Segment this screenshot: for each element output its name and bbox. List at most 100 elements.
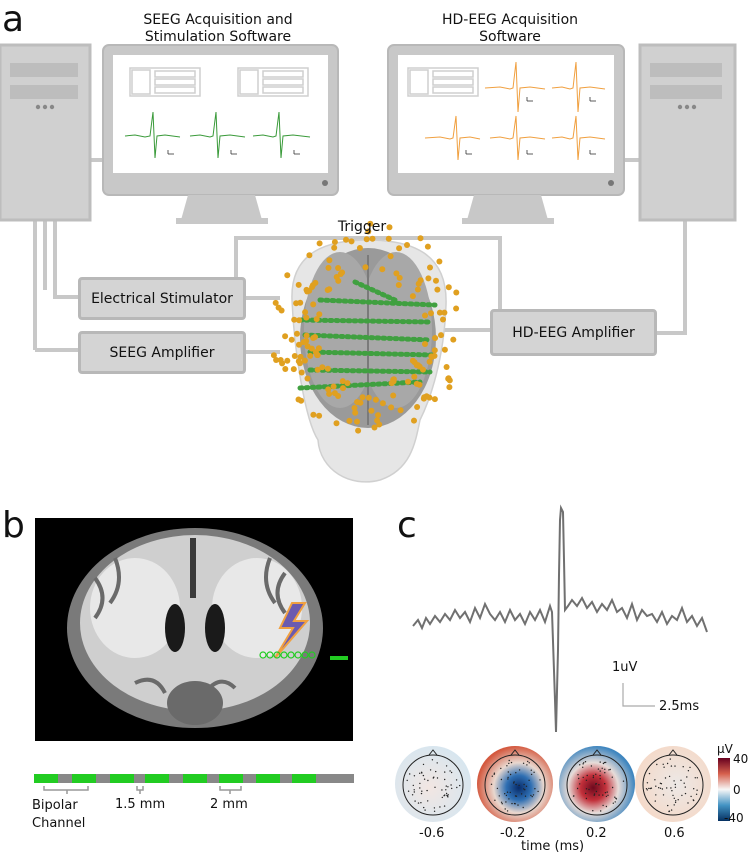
eeg-electrode-dot	[319, 364, 326, 371]
eeg-electrode-dot	[316, 311, 323, 318]
topomap-sensor-dot	[592, 776, 594, 779]
eeg-electrode-dot	[303, 286, 310, 293]
topomap-sensor-dot	[523, 783, 525, 786]
topomap-sensor-dot	[539, 779, 541, 781]
evoked-waveform	[412, 504, 708, 733]
eeg-electrode-dot	[335, 265, 342, 271]
colorbar-mid: 0	[733, 783, 741, 797]
mri-coronal-slice	[35, 518, 353, 741]
eeg-electrode-dot	[314, 366, 321, 373]
topomap-sensor-dot	[674, 801, 677, 804]
eeg-electrode-dot	[331, 390, 338, 397]
topomap-sensor-dot	[523, 788, 525, 790]
eeg-electrode-dot	[310, 411, 317, 418]
topomap-sensor-dot	[435, 770, 437, 773]
evoked-trace	[412, 504, 708, 733]
topomap-sensor-dot	[518, 784, 520, 787]
topomap-sensor-dot	[694, 777, 696, 779]
eeg-electrode-dot	[453, 305, 460, 312]
eeg-electrode-dot	[411, 417, 417, 424]
eeg-electrode-dot	[371, 424, 378, 431]
topomap-sensor-dot	[602, 804, 604, 807]
topomap-sensor-dot	[666, 787, 668, 789]
topomap-sensor-dot	[693, 799, 695, 802]
topomap-sensor-dot	[423, 778, 426, 780]
eeg-electrode-dot	[396, 245, 403, 252]
topomap-sensor-dot	[646, 782, 649, 784]
eeg-electrode-dot	[432, 335, 439, 341]
topomap-sensor-dot	[451, 787, 453, 790]
topomap-sensor-dot	[607, 794, 609, 796]
eeg-electrode-dot	[404, 242, 410, 248]
eeg-electrode-dot	[359, 394, 366, 401]
eeg-electrode-dot	[425, 275, 432, 282]
topomap-sensor-dot	[522, 762, 525, 764]
eeg-electrode-dot	[441, 346, 448, 353]
eeg-electrode-dot	[273, 357, 280, 363]
topomap-sensor-dot	[431, 759, 434, 761]
topomap-sensor-dot	[419, 782, 421, 785]
eeg-electrode-dot	[413, 380, 420, 387]
eeg-electrode-dot	[436, 258, 443, 265]
topomap-sensor-dot	[419, 772, 421, 774]
topomap-sensor-dot	[648, 772, 651, 775]
topomap-sensor-dot	[684, 786, 686, 788]
topomap-sensor-dot	[585, 797, 588, 800]
hdeeg-software-title-line2: Software	[479, 29, 541, 45]
topomap-sensor-dot	[445, 789, 447, 791]
left-computer-tower	[0, 43, 92, 222]
topomap-sensor-dot	[658, 787, 660, 789]
topomap-sensor-dot	[579, 783, 581, 785]
eeg-electrode-dot	[436, 309, 443, 316]
topomap-sensor-dot	[514, 803, 516, 805]
eeg-electrode-dot	[445, 375, 452, 382]
eeg-electrode-dot	[304, 375, 311, 382]
eeg-electrodes	[270, 220, 460, 434]
eeg-electrode-dot	[434, 286, 441, 293]
topomap-sensor-dot	[506, 791, 509, 793]
topomap-sensor-dot	[498, 795, 500, 797]
topomap-sensor-dot	[515, 783, 517, 786]
eeg-electrode-dot	[310, 335, 317, 341]
topomap-sensor-dot	[687, 802, 689, 804]
topomap-sensor-dot	[527, 760, 529, 763]
topomap-sensor-dot	[413, 791, 415, 793]
topomap-sensor-dot	[443, 805, 446, 807]
topomap-sensor-dot	[445, 785, 447, 787]
electrical-stimulator-box: Electrical Stimulator	[78, 277, 246, 320]
eeg-electrode-dot	[297, 353, 304, 360]
eeg-electrode-dot	[284, 272, 291, 279]
topomap-sensor-dot	[441, 789, 443, 791]
colorbar-max: 40	[733, 752, 749, 766]
eeg-electrode-dot	[390, 392, 397, 399]
topomap-sensor-dot	[413, 775, 416, 777]
eeg-electrode-dot	[453, 289, 460, 296]
topomap-sensor-dot	[511, 802, 513, 805]
topomap-sensor-dot	[677, 799, 679, 801]
topomap-sensor-dot	[649, 787, 651, 790]
eeg-electrode-dot	[325, 264, 332, 271]
topomap-sensor-dot	[494, 799, 496, 801]
topomap-sensor-dot	[514, 795, 517, 797]
eeg-electrode-dot	[291, 353, 298, 359]
eeg-electrode-dot	[325, 386, 332, 393]
spacing-2mm-label: 2 mm	[210, 797, 248, 812]
topomap-sensor-dot	[530, 769, 532, 771]
topomap-sensor-dot	[423, 806, 425, 809]
hdeeg-amplifier-box: HD-EEG Amplifier	[490, 309, 657, 356]
eeg-electrode-dot	[306, 252, 313, 259]
topomap-sensor-dot	[668, 775, 671, 778]
topomap-sensor-dot	[433, 776, 435, 778]
topomap-sensor-dot	[675, 800, 677, 802]
topomap-sensor-dot	[690, 795, 692, 798]
topomap-sensor-dot	[611, 776, 613, 778]
eeg-electrode-dot	[422, 341, 428, 347]
topomap-sensor-dot	[599, 774, 601, 777]
eeg-electrode-dot	[356, 245, 363, 251]
topomap-sensor-dot	[615, 798, 618, 800]
topomap-sensor-dot	[662, 763, 664, 765]
eeg-electrode-dot	[365, 394, 372, 401]
topomap-sensor-dot	[419, 787, 421, 789]
scale-voltage-label: 1uV	[612, 660, 638, 675]
topomap-sensor-dot	[491, 775, 493, 777]
